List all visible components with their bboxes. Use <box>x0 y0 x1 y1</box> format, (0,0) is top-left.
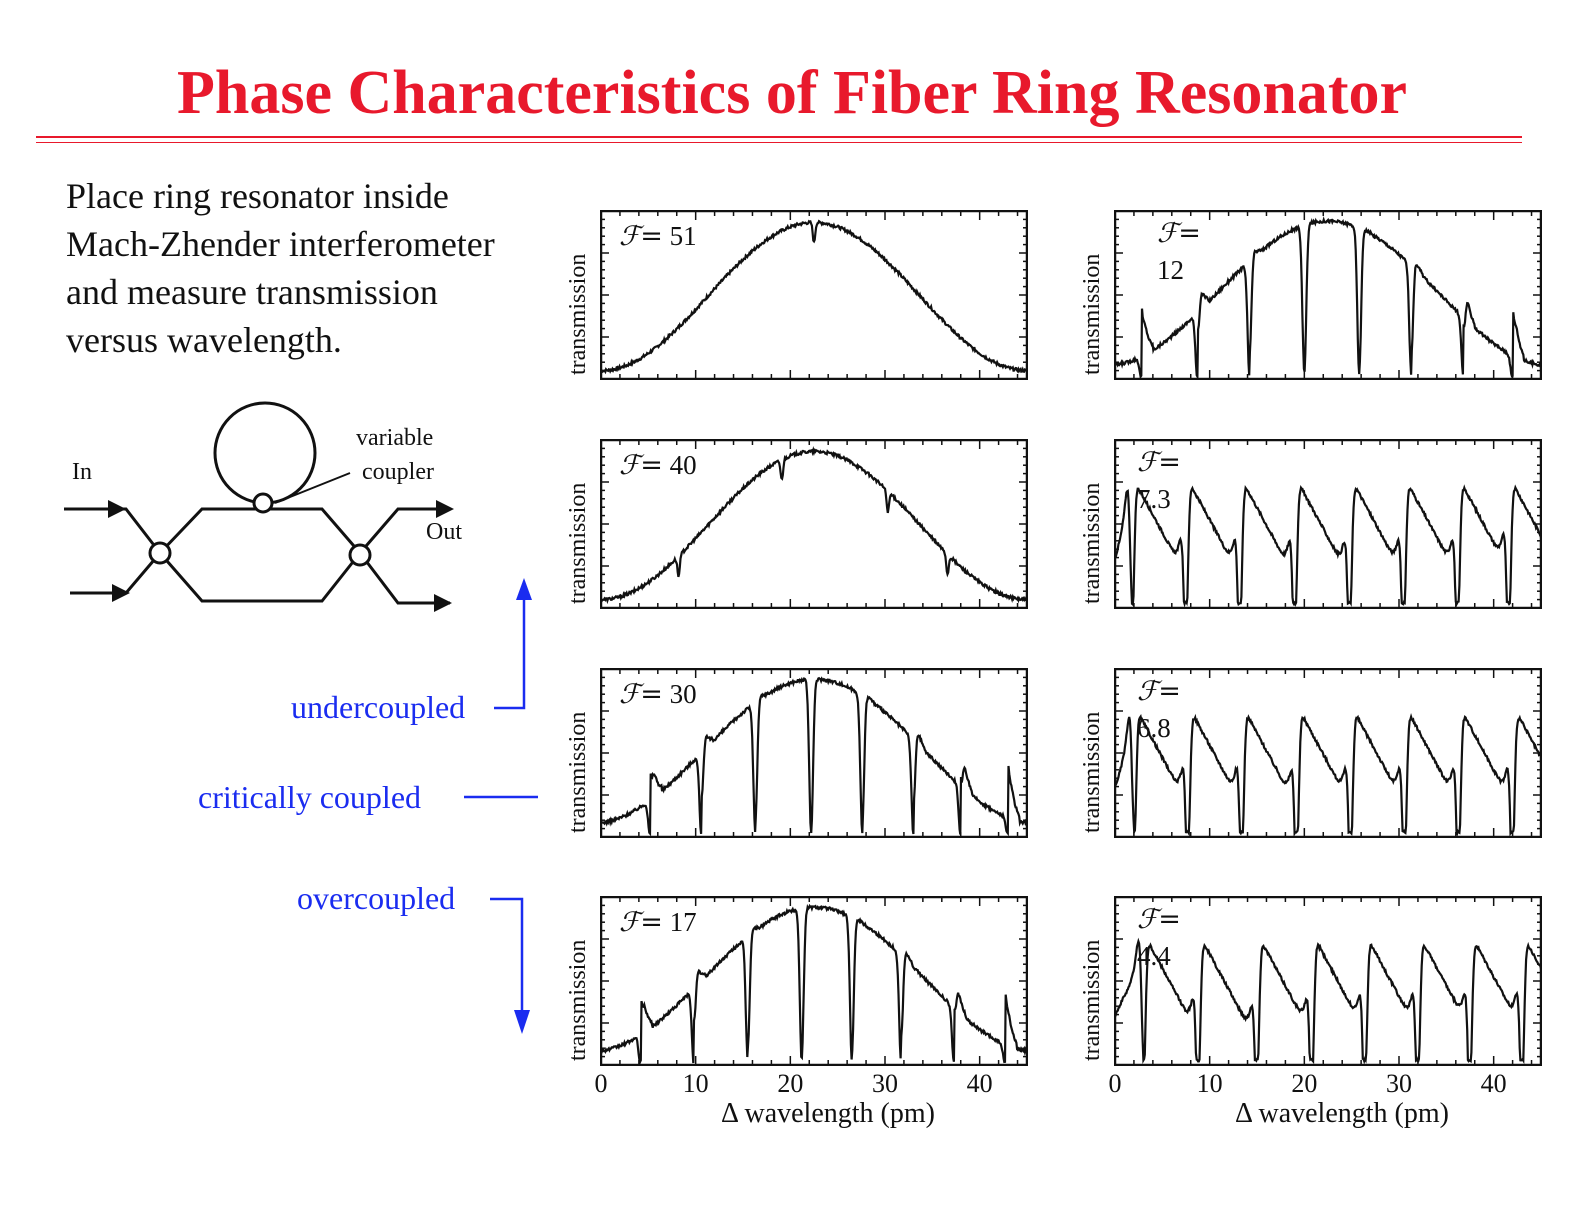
y-axis-label: transmission <box>565 939 591 1061</box>
transmission-plot-8 <box>1114 896 1542 1066</box>
arrow-out-top <box>436 500 454 518</box>
finesse-symbol: ℱ= <box>1137 904 1181 935</box>
finesse-symbol: ℱ= <box>619 679 663 710</box>
finesse-symbol: ℱ= <box>619 221 663 252</box>
undercoupled-arrow <box>494 586 526 710</box>
x-axis-label: Δ wavelength (pm) <box>721 1098 935 1129</box>
variable-coupler <box>252 492 274 514</box>
finesse-value: 30 <box>662 679 697 709</box>
intro-line-4: versus wavelength. <box>66 320 342 360</box>
y-axis-label: transmission <box>1079 253 1105 375</box>
transmission-plot-7 <box>1114 668 1542 838</box>
x-tick-label: 0 <box>594 1069 608 1098</box>
finesse-symbol: ℱ= <box>619 450 663 481</box>
transmission-trace <box>600 676 1028 837</box>
intro-text: Place ring resonator inside Mach-Zhender… <box>66 172 495 364</box>
finesse-label: ℱ= 12 <box>1157 215 1201 288</box>
transmission-trace <box>1114 484 1542 608</box>
transmission-plot-4 <box>600 896 1028 1066</box>
finesse-symbol: ℱ= <box>1137 676 1181 707</box>
x-tick-label: 40 <box>1480 1069 1507 1098</box>
transmission-plot-2 <box>600 439 1028 609</box>
finesse-value: 4.4 <box>1137 941 1171 971</box>
x-tick-label: 20 <box>777 1069 804 1098</box>
finesse-symbol: ℱ= <box>619 907 663 938</box>
overcoupled-label: overcoupled <box>297 880 456 916</box>
transmission-plot-1 <box>600 210 1028 380</box>
mzi-schematic <box>64 401 454 612</box>
finesse-label: ℱ= 30 <box>619 679 697 710</box>
finesse-symbol: ℱ= <box>1157 218 1201 249</box>
y-axis-label: transmission <box>565 711 591 833</box>
y-axis-label: transmission <box>565 482 591 604</box>
critically-coupled-label: critically coupled <box>198 779 422 815</box>
intro-line-1: Place ring resonator inside <box>66 176 449 216</box>
mzi-upper-arm <box>158 507 362 555</box>
finesse-value: 40 <box>662 450 697 480</box>
mzi-lower-arm <box>158 552 362 603</box>
finesse-label: ℱ= 4.4 <box>1137 901 1181 974</box>
x-tick-label: 30 <box>872 1069 898 1098</box>
y-axis-label: transmission <box>565 253 591 375</box>
finesse-value: 12 <box>1157 255 1184 285</box>
transmission-trace <box>600 445 1028 605</box>
overcoupled-arrow <box>490 897 524 1018</box>
title-rule-top <box>36 136 1522 138</box>
coupler-pointer <box>274 472 351 504</box>
finesse-value: 6.8 <box>1137 713 1171 743</box>
y-axis-label: transmission <box>1079 482 1105 604</box>
finesse-label: ℱ= 6.8 <box>1137 673 1181 746</box>
finesse-label: ℱ= 51 <box>619 221 697 252</box>
overcoupled-arrowhead <box>514 1010 530 1034</box>
y-axis-label: transmission <box>1079 939 1105 1061</box>
undercoupled-arrowhead <box>516 578 532 600</box>
intro-line-3: and measure transmission <box>66 272 438 312</box>
x-tick-label: 40 <box>966 1069 993 1098</box>
x-tick-label: 0 <box>1108 1069 1122 1098</box>
arrow-in-top <box>108 500 126 518</box>
undercoupled-label: undercoupled <box>291 689 466 725</box>
finesse-symbol: ℱ= <box>1137 447 1181 478</box>
arrow-in-bottom <box>112 584 130 602</box>
transmission-trace <box>600 219 1028 375</box>
x-axis-label: Δ wavelength (pm) <box>1235 1098 1449 1129</box>
finesse-value: 7.3 <box>1137 484 1171 514</box>
title-rule-bottom <box>36 142 1522 143</box>
finesse-value: 17 <box>662 907 697 937</box>
y-axis-label: transmission <box>1079 711 1105 833</box>
coupler-label: coupler <box>362 459 434 485</box>
transmission-plot-6 <box>1114 439 1542 609</box>
intro-line-2: Mach-Zhender interferometer <box>66 224 495 264</box>
transmission-trace <box>1114 713 1542 838</box>
finesse-label: ℱ= 17 <box>619 907 697 938</box>
transmission-plot-3 <box>600 668 1028 838</box>
finesse-label: ℱ= 7.3 <box>1137 444 1181 517</box>
x-tick-label: 10 <box>682 1069 709 1098</box>
output-arm-bottom <box>358 552 450 605</box>
x-tick-label: 10 <box>1196 1069 1223 1098</box>
input-coupler <box>148 541 172 565</box>
finesse-value: 51 <box>662 221 697 251</box>
transmission-trace <box>600 903 1028 1066</box>
ring-resonator <box>213 401 317 505</box>
in-label: In <box>72 459 92 485</box>
output-coupler <box>348 543 372 567</box>
slide-title: Phase Characteristics of Fiber Ring Reso… <box>176 59 1408 127</box>
transmission-trace <box>1114 216 1542 380</box>
arrow-out-bottom <box>434 594 452 612</box>
finesse-label: ℱ= 40 <box>619 450 697 481</box>
x-tick-label: 20 <box>1291 1069 1318 1098</box>
variable-label: variable <box>356 425 434 451</box>
transmission-trace <box>1114 937 1542 1065</box>
out-label: Out <box>426 519 462 545</box>
output-arm-top <box>358 507 450 554</box>
mzi-diagram: In Out variable coupler <box>60 395 480 630</box>
transmission-plot-5 <box>1114 210 1542 380</box>
x-tick-label: 30 <box>1386 1069 1412 1098</box>
